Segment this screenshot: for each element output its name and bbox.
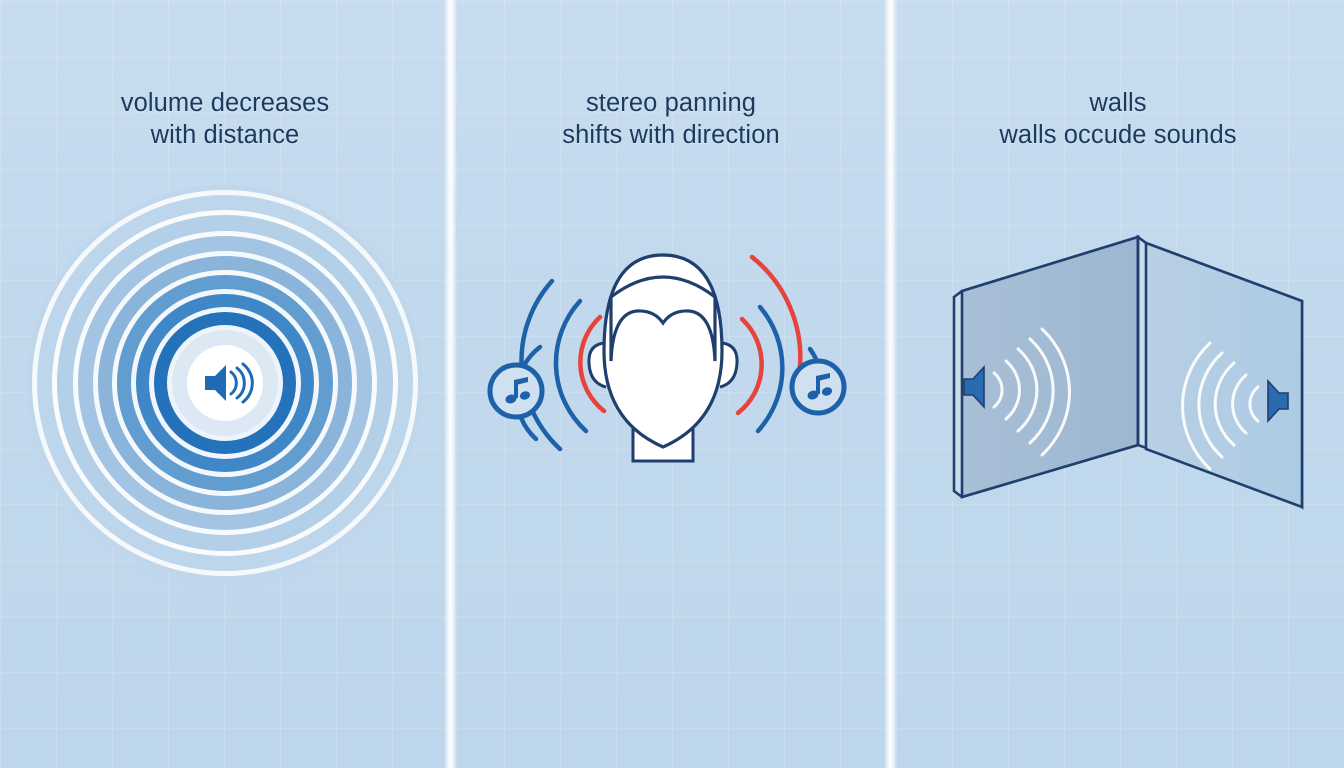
panel-occlusion-caption: walls walls occude sounds	[999, 88, 1236, 151]
distance-illustration	[0, 151, 450, 768]
note-stems	[514, 377, 528, 398]
right-ear	[719, 341, 739, 389]
panel-panning: stereo panning shifts with direction	[452, 0, 890, 768]
note-head-2	[519, 391, 531, 400]
speaker-icon	[1267, 378, 1289, 424]
speaker-arc-3	[241, 362, 254, 404]
wave-1	[992, 371, 1004, 409]
wave-4	[1197, 351, 1224, 459]
left-ear	[587, 341, 607, 389]
panel-panning-caption: stereo panning shifts with direction	[562, 88, 780, 151]
caption-line-2: with distance	[150, 120, 300, 149]
right-arc-inner-red	[735, 316, 764, 416]
speaker-icon	[963, 364, 985, 410]
speaker-icon	[205, 362, 254, 404]
left-music-source	[487, 362, 545, 420]
left-speaker-group	[963, 327, 1071, 457]
wave-3	[1016, 347, 1039, 433]
panel-distance: volume decreases with distance	[0, 0, 450, 768]
panel-occlusion: walls walls occude sounds	[892, 0, 1344, 768]
wave-5	[1181, 341, 1212, 471]
right-wall	[1136, 234, 1304, 510]
right-arc-outer-red	[749, 254, 803, 384]
note-stems	[816, 373, 830, 394]
panel-distance-caption: volume decreases with distance	[121, 88, 330, 151]
concentric-sound-rings	[20, 178, 430, 588]
wave-4	[1028, 337, 1055, 445]
speaker-arc-1	[229, 370, 238, 396]
speaker-arc-2	[235, 366, 246, 400]
wave-2	[1231, 373, 1248, 435]
hairline	[609, 275, 717, 362]
left-arc-inner-red	[578, 314, 607, 414]
music-note-icon	[807, 373, 833, 400]
caption-line-2: walls occude sounds	[999, 120, 1237, 149]
right-arc-mid-blue	[755, 304, 785, 434]
right-speaker-group	[1181, 341, 1289, 471]
note-head-1	[807, 390, 819, 400]
music-note-icon	[505, 377, 531, 404]
left-arc-mid-blue	[553, 298, 589, 434]
left-speaker-body	[963, 364, 985, 410]
right-sound-waves	[1181, 341, 1260, 471]
wave-5	[1040, 327, 1071, 457]
head-with-stereo-arcs	[487, 253, 847, 463]
left-sound-waves	[992, 327, 1071, 457]
two-walls-corner-with-speakers	[952, 234, 1304, 510]
caption-line-2: shifts with direction	[562, 120, 780, 149]
caption-line-1: walls	[1089, 89, 1147, 117]
caption-line-1: volume decreases	[120, 89, 330, 117]
wave-1	[1248, 385, 1260, 423]
head-figure	[587, 253, 739, 463]
caption-line-1: stereo panning	[585, 89, 757, 117]
panning-illustration	[452, 151, 890, 768]
wave-2	[1004, 359, 1021, 421]
right-music-source	[789, 358, 847, 416]
wave-3	[1213, 361, 1236, 447]
speaker-body	[205, 365, 226, 401]
occlusion-illustration	[892, 151, 1344, 768]
note-head-1	[505, 394, 517, 404]
right-speaker-body	[1267, 378, 1289, 424]
note-head-2	[821, 387, 833, 396]
left-wall	[952, 235, 1140, 499]
